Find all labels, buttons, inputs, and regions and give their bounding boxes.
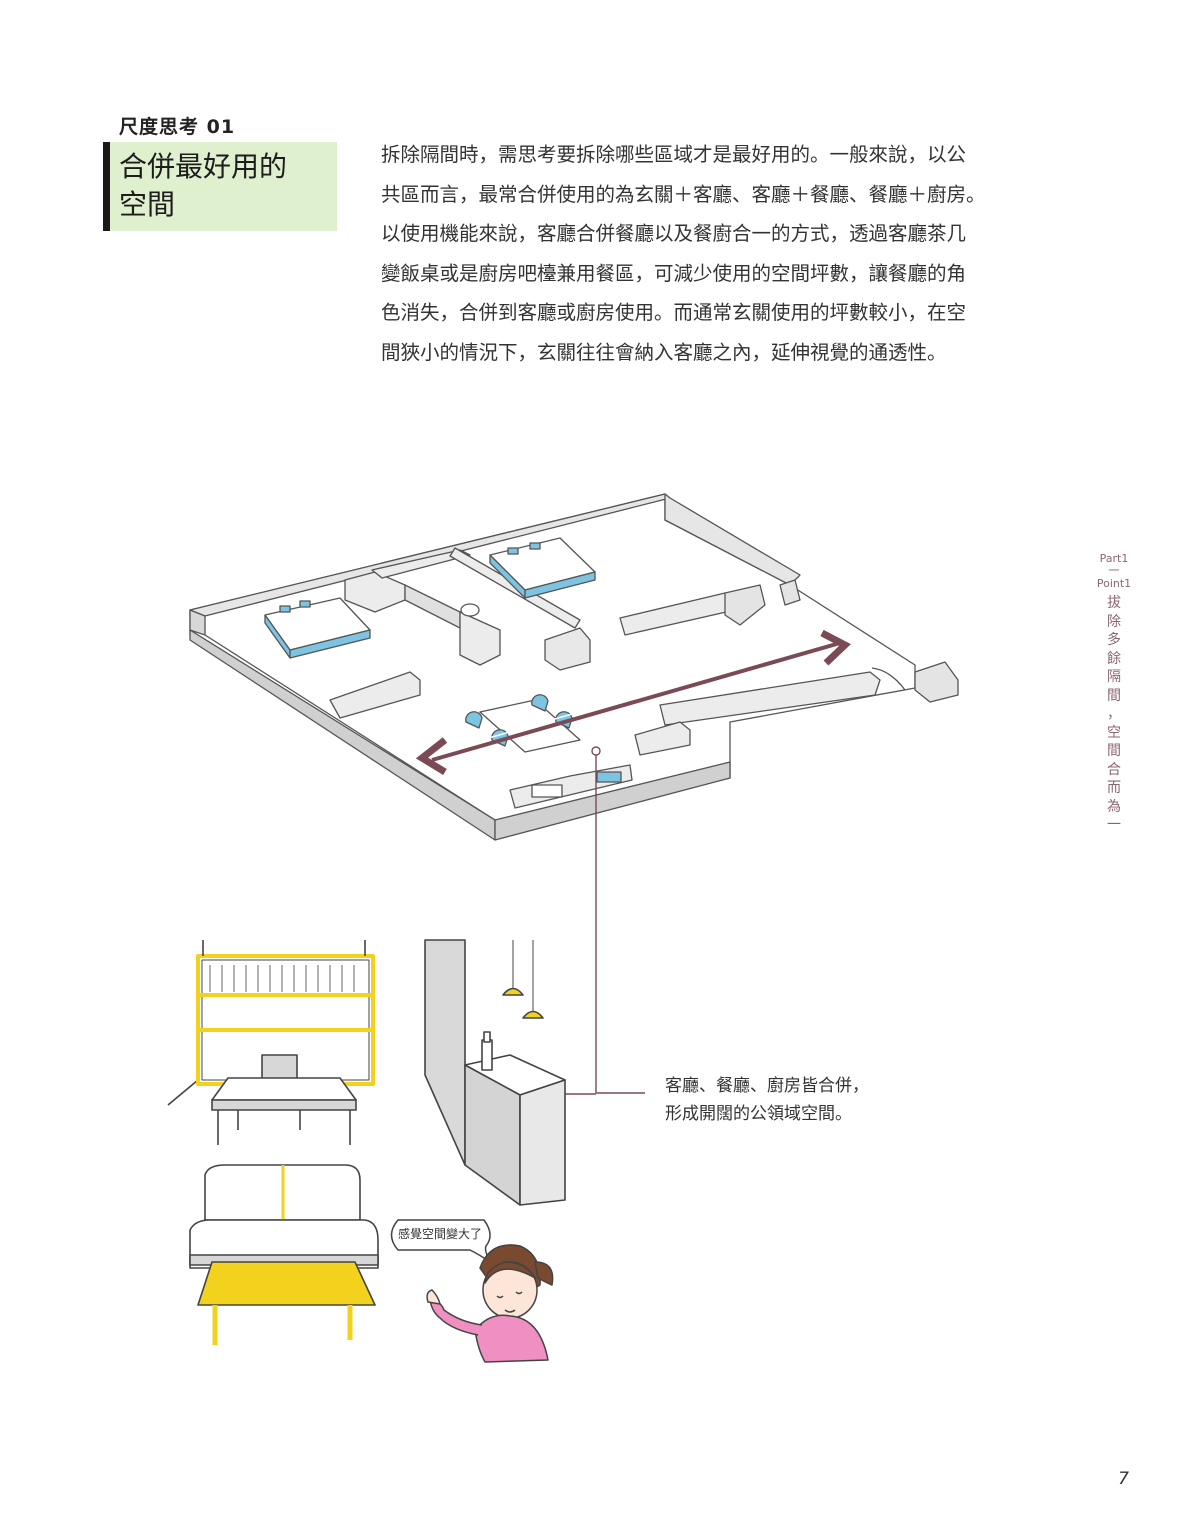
- side-nav-char: 空: [1107, 724, 1121, 741]
- body-line: 間狹小的情況下，玄關往往會納入客廳之內，延伸視覺的通透性。: [381, 340, 947, 364]
- side-nav-point: Point1: [1096, 577, 1132, 590]
- side-nav-char: 而: [1107, 780, 1121, 796]
- double-arrow-icon: [415, 629, 851, 775]
- partition-wall: [424, 939, 466, 1166]
- woman-figure: [390, 1219, 554, 1363]
- body-line: 色消失，合併到客廳或廚房使用。而通常玄關使用的坪數較小，在空: [381, 301, 967, 324]
- side-nav-divider: 一: [1108, 564, 1120, 577]
- side-nav-part: Part1: [1099, 552, 1129, 565]
- side-nav-char: 多: [1107, 632, 1121, 648]
- side-nav-char: 餘: [1107, 650, 1121, 667]
- illustration-caption: 客廳、餐廳、廚房皆合併， 形成開闊的公領域空間。: [665, 1072, 869, 1128]
- side-nav-char: 一: [1107, 817, 1121, 833]
- side-nav-char: 為: [1107, 798, 1121, 815]
- body-line: 以使用機能來說，客廳合併餐廳以及餐廚合一的方式，透過客廳茶几: [381, 222, 967, 245]
- floor-plan-drawing: [189, 493, 959, 841]
- section-title-line-1: 合併最好用的: [119, 150, 288, 183]
- speech-bubble-text: 感覺空間變大了: [398, 1227, 483, 1241]
- body-paragraph: 拆除隔間時，需思考要拆除哪些區域才是最好用的。一般來說，以公 共區而言，最常合併…: [381, 135, 1081, 372]
- pink-shirt: [474, 1314, 549, 1363]
- section-title-line-2: 空間: [119, 188, 176, 221]
- section-label: 尺度思考 01: [119, 116, 236, 138]
- body-line: 拆除隔間時，需思考要拆除哪些區域才是最好用的。一般來說，以公: [381, 143, 967, 166]
- side-chapter-nav: Part1 一 Point1 拔 除 多 餘 隔 間 ， 空 間 合 而 為 一: [1094, 552, 1134, 835]
- interior-sketch: [167, 939, 566, 1345]
- side-nav-char: 拔: [1107, 595, 1121, 611]
- caption-line: 形成開闊的公領域空間。: [665, 1104, 852, 1124]
- coffee-table: [197, 1261, 376, 1306]
- section-title-box: 合併最好用的 空間: [103, 142, 337, 231]
- side-nav-char: 隔: [1107, 669, 1121, 685]
- side-nav-char: ，: [1107, 706, 1121, 722]
- page-number: 7: [1118, 1469, 1129, 1489]
- caption-line: 客廳、餐廳、廚房皆合併，: [665, 1076, 869, 1096]
- side-nav-char: 間: [1107, 743, 1121, 759]
- body-line: 共區而言，最常合併使用的為玄關＋客廳、客廳＋餐廳、餐廳＋廚房。: [381, 182, 986, 206]
- body-line: 變飯桌或是廚房吧檯兼用餐區，可減少使用的空間坪數，讓餐廳的角: [381, 261, 967, 285]
- side-nav-char: 間: [1107, 687, 1121, 704]
- side-nav-char: 除: [1107, 613, 1121, 630]
- desk: [211, 1077, 357, 1101]
- side-nav-char: 合: [1107, 761, 1121, 778]
